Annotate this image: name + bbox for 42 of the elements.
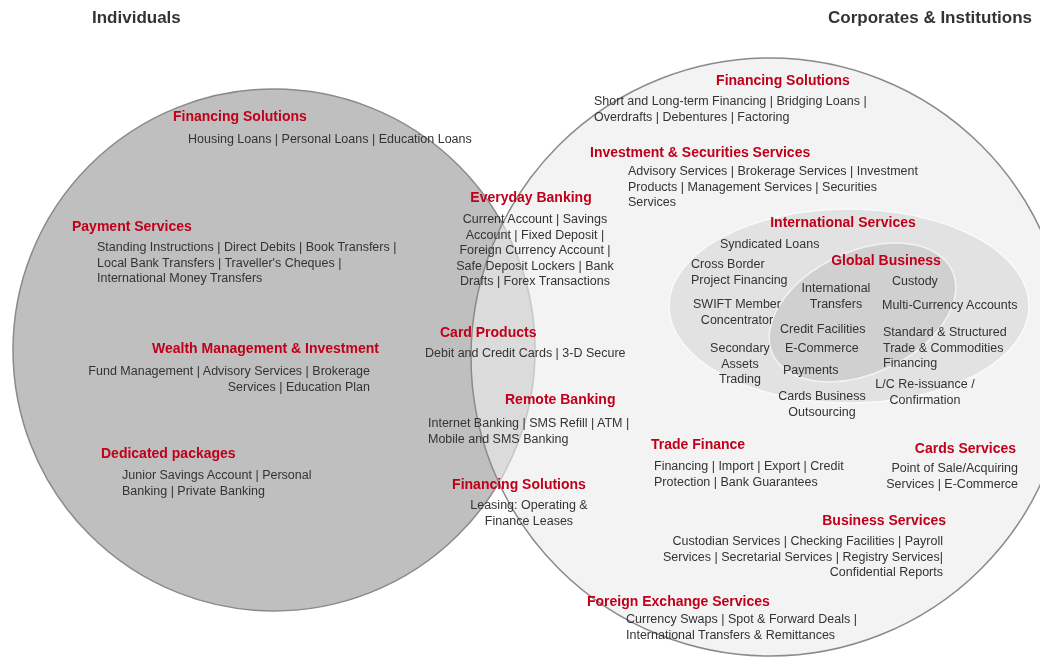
service-list: E-Commerce xyxy=(785,341,875,357)
section-heading: Global Business xyxy=(830,252,942,268)
service-list: Junior Savings Account | Personal Banking | Private Banking xyxy=(122,468,352,499)
service-list: Custody xyxy=(892,274,972,290)
service-list: Standing Instructions | Direct Debits | Book Transfers | Local Bank Transfers | Traveller's Cheques | International Money Transfers xyxy=(97,240,402,287)
service-list: Standard & Structured Trade & Commodities Financing xyxy=(883,325,1023,372)
section-heading: Cards Services xyxy=(913,440,1016,456)
section-heading: Dedicated packages xyxy=(101,445,237,461)
service-list: Multi-Currency Accounts xyxy=(882,298,1032,314)
service-list: Point of Sale/Acquiring Services | E-Commerce xyxy=(868,461,1018,492)
service-list: Currency Swaps | Spot & Forward Deals | International Transfers & Remittances xyxy=(626,612,876,643)
service-list: Short and Long-term Financing | Bridging Loans | Overdrafts | Debentures | Factoring xyxy=(594,94,894,125)
section-heading: International Services xyxy=(769,214,917,230)
section-heading: Investment & Securities Services xyxy=(590,144,812,160)
group-title: Individuals xyxy=(92,8,182,28)
service-list: Cross Border Project Financing xyxy=(691,257,796,288)
section-heading: Remote Banking xyxy=(505,391,617,407)
service-list: Advisory Services | Brokerage Services | Investment Products | Management Services | Securities Services xyxy=(628,164,920,211)
service-list: Custodian Services | Checking Facilities | Payroll Services | Secretarial Services | Registry Services| Confidential Reports xyxy=(643,534,943,581)
section-heading: Wealth Management & Investment xyxy=(152,340,380,356)
service-list: Payments xyxy=(783,363,863,379)
service-list: International Transfers xyxy=(796,281,876,312)
section-heading: Financing Solutions xyxy=(451,476,587,492)
section-heading: Financing Solutions xyxy=(715,72,851,88)
group-title: Corporates & Institutions xyxy=(827,8,1032,28)
service-list: Syndicated Loans xyxy=(720,237,840,253)
service-list: Fund Management | Advisory Services | Brokerage Services | Education Plan xyxy=(70,364,370,395)
service-list: Cards Business Outsourcing xyxy=(772,389,872,420)
service-list: Internet Banking | SMS Refill | ATM | Mobile and SMS Banking xyxy=(428,416,643,447)
section-heading: Trade Finance xyxy=(651,436,747,452)
service-list: Financing | Import | Export | Credit Protection | Bank Guarantees xyxy=(654,459,864,490)
section-heading: Financing Solutions xyxy=(173,108,308,124)
section-heading: Payment Services xyxy=(72,218,193,234)
section-heading: Business Services xyxy=(821,512,946,528)
service-list: Housing Loans | Personal Loans | Education Loans xyxy=(188,132,508,148)
service-list: Current Account | Savings Account | Fixed Deposit | Foreign Currency Account | Safe Deposit Lockers | Bank Drafts | Forex Transactions xyxy=(450,212,620,290)
service-list: Secondary Assets Trading xyxy=(705,341,775,388)
service-list: Debit and Credit Cards | 3-D Secure xyxy=(425,346,630,362)
service-list: L/C Re-issuance / Confirmation xyxy=(870,377,980,408)
section-heading: Everyday Banking xyxy=(469,189,593,205)
section-heading: Card Products xyxy=(440,324,538,340)
section-heading: Foreign Exchange Services xyxy=(587,593,771,609)
